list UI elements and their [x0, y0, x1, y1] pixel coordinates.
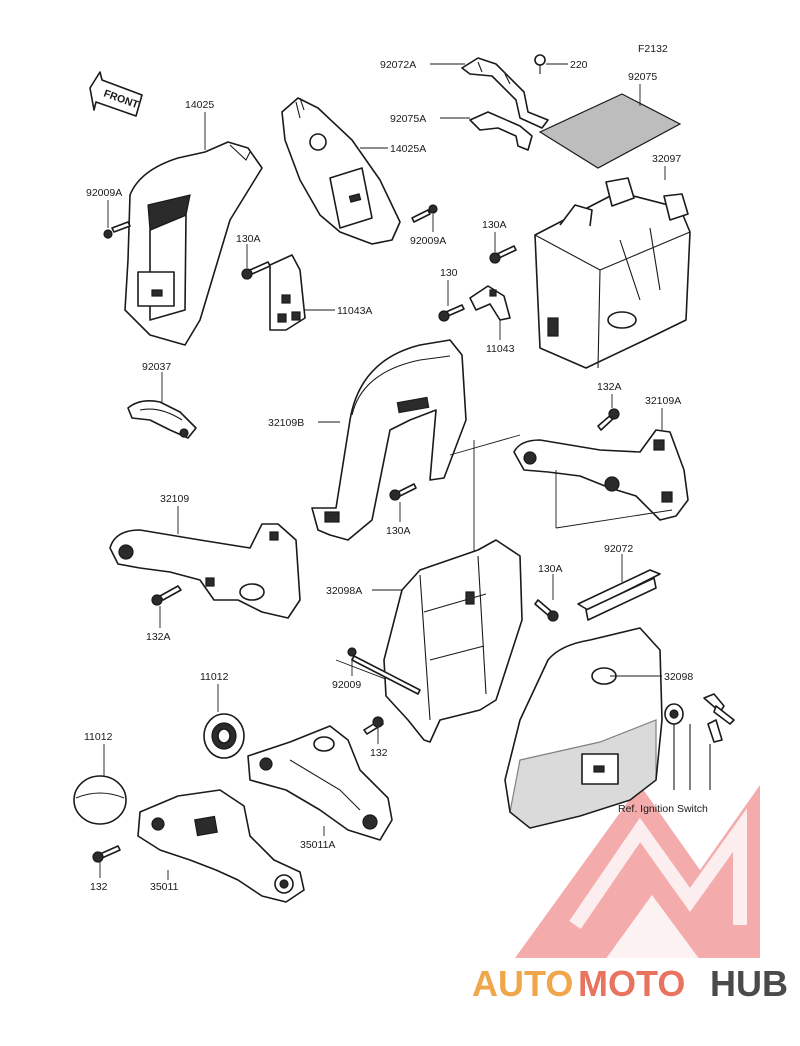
- label-130A-lower: 130A: [386, 525, 411, 537]
- ignition-switch-icon: [664, 703, 691, 790]
- part-32109-bracket: [109, 523, 301, 619]
- label-92009: 92009: [332, 679, 361, 691]
- label-130A-mid: 130A: [236, 233, 261, 245]
- label-92075: 92075: [628, 71, 657, 83]
- bolt-132A-right-icon: [597, 408, 620, 431]
- part-11012-plug-upper: [203, 713, 245, 759]
- bolt-132A-left-icon: [151, 585, 182, 606]
- part-32109B-rail: [311, 339, 467, 541]
- label-32109B: 32109B: [268, 417, 304, 429]
- part-11043A-bracket: [269, 254, 306, 331]
- label-92037: 92037: [142, 361, 171, 373]
- bolt-92009A-mid-icon: [411, 204, 438, 223]
- label-92009A-left: 92009A: [86, 187, 122, 199]
- part-32097-battery-case: [534, 177, 691, 369]
- label-132A-left: 132A: [146, 631, 171, 643]
- part-14025A-side-cover: [281, 97, 401, 245]
- part-32109A-bracket: [513, 429, 689, 521]
- watermark-logo-icon: [515, 785, 760, 960]
- label-11012-lower: 11012: [84, 731, 113, 743]
- part-92075-pad: [538, 93, 682, 169]
- front-arrow-icon: FRONT: [89, 71, 143, 117]
- bolt-130A-lower-icon: [389, 483, 417, 501]
- part-32098A-case: [383, 539, 523, 743]
- label-32098A: 32098A: [326, 585, 362, 597]
- watermark-moto: MOTO: [578, 963, 685, 1004]
- label-132-mid: 132: [370, 747, 388, 759]
- label-32097: 32097: [652, 153, 681, 165]
- label-220: 220: [570, 59, 588, 71]
- bolt-130A-mid-icon: [241, 261, 271, 280]
- label-130A-case: 130A: [538, 563, 563, 575]
- label-14025: 14025: [185, 99, 214, 111]
- part-14025-side-cover: [124, 141, 263, 346]
- label-32098: 32098: [664, 671, 693, 683]
- part-92037-clamp: [127, 400, 197, 439]
- diagram-code: F2132: [638, 43, 668, 55]
- part-11012-plug-lower: [73, 775, 127, 825]
- label-32109: 32109: [160, 493, 189, 505]
- bolt-130A-case-icon: [534, 599, 559, 622]
- part-11043-bracket: [469, 285, 511, 321]
- label-35011A: 35011A: [300, 839, 335, 851]
- label-130A-right: 130A: [482, 219, 507, 231]
- screw-220-icon: [534, 54, 546, 74]
- part-92072-strap: [577, 569, 661, 621]
- bolt-132-left-icon: [92, 845, 121, 863]
- label-92072: 92072: [604, 543, 633, 555]
- watermark-auto: AUTO: [472, 963, 573, 1004]
- ignition-switch-note: Ref. Ignition Switch: [618, 803, 708, 815]
- bolt-132-mid-icon: [363, 716, 384, 735]
- part-35011-bracket: [137, 789, 305, 903]
- label-35011: 35011: [150, 881, 179, 893]
- label-32109A: 32109A: [645, 395, 681, 407]
- bolt-92009A-left-icon: [103, 221, 131, 239]
- part-32098-cover: [504, 627, 663, 829]
- watermark-hub: HUB: [710, 963, 788, 1004]
- key-icon: [703, 693, 735, 790]
- part-92075A-bracket: [469, 111, 533, 151]
- label-92072A: 92072A: [380, 59, 416, 71]
- label-11043: 11043: [486, 343, 515, 355]
- label-132A-right: 132A: [597, 381, 622, 393]
- part-92072A-bracket: [461, 57, 549, 129]
- label-14025A: 14025A: [390, 143, 426, 155]
- label-11012-upper: 11012: [200, 671, 229, 683]
- label-11043A: 11043A: [337, 305, 372, 317]
- label-92009A-mid: 92009A: [410, 235, 446, 247]
- label-132-left: 132: [90, 881, 108, 893]
- part-35011A-plate: [247, 725, 393, 841]
- bolt-130A-right-icon: [489, 245, 517, 264]
- label-130: 130: [440, 267, 458, 279]
- watermark-text: AUTO MOTO HUB: [472, 963, 788, 1004]
- bolt-130-icon: [438, 304, 465, 322]
- label-92075A: 92075A: [390, 113, 426, 125]
- bolt-92009-icon: [347, 647, 421, 695]
